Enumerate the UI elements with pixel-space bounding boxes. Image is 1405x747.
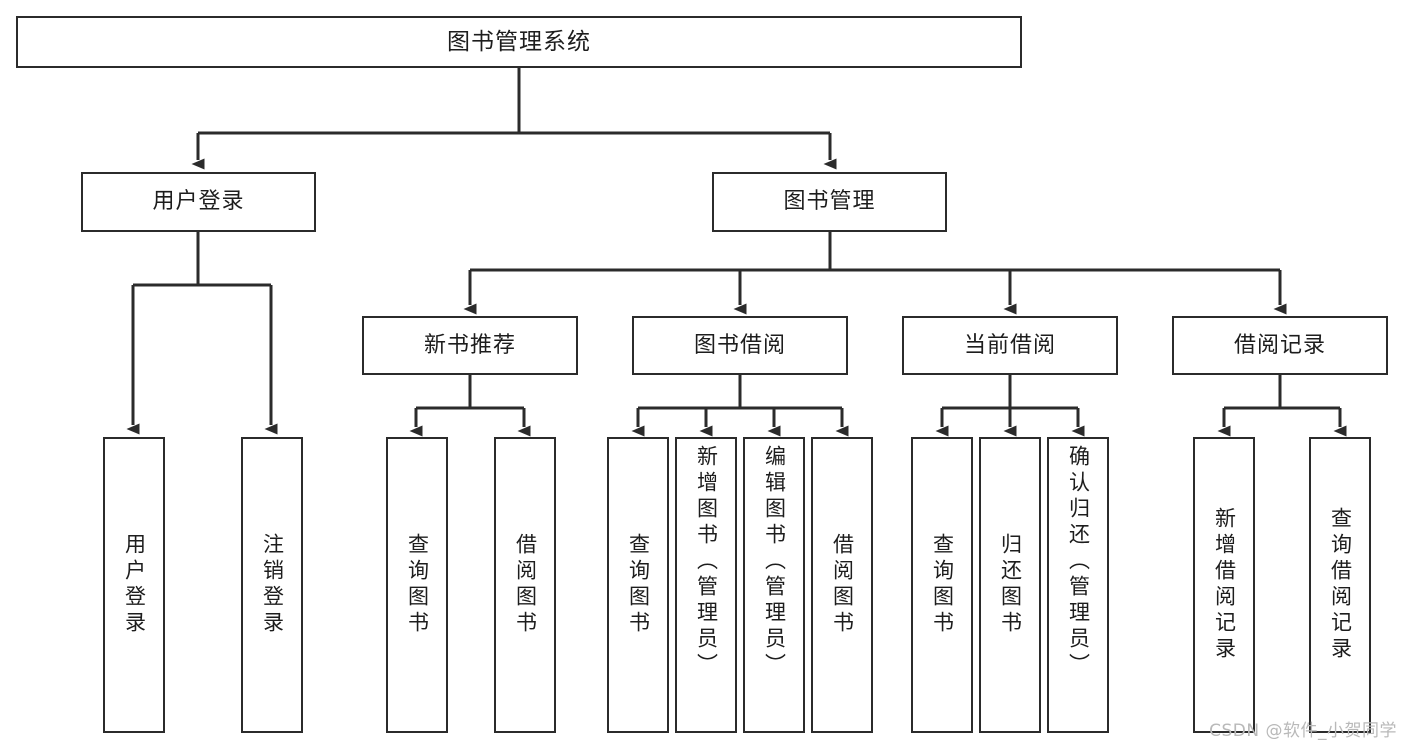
node-label: 借阅图书: [830, 533, 855, 637]
node-current-borrow[interactable]: 当前借阅: [902, 316, 1118, 375]
node-label: 编辑图书（管理员）: [762, 445, 787, 679]
node-book-management[interactable]: 图书管理: [712, 172, 947, 232]
node-label: 查询图书: [930, 533, 955, 637]
node-user-login[interactable]: 用户登录: [81, 172, 316, 232]
leaf-confirm-return-admin[interactable]: 确认归还（管理员）: [1047, 437, 1109, 733]
node-label: 用户登录: [122, 533, 147, 637]
node-label: 图书借阅: [693, 332, 786, 358]
leaf-borrow-book[interactable]: 借阅图书: [811, 437, 873, 733]
node-label: 新书推荐: [423, 332, 516, 358]
node-label: 新增借阅记录: [1212, 507, 1237, 663]
node-new-book-recommend[interactable]: 新书推荐: [362, 316, 578, 375]
leaf-query-borrow-record[interactable]: 查询借阅记录: [1309, 437, 1371, 733]
node-label: 归还图书: [998, 533, 1023, 637]
node-root-library-system[interactable]: 图书管理系统: [16, 16, 1022, 68]
node-label: 查询图书: [405, 533, 430, 637]
leaf-query-book-current[interactable]: 查询图书: [911, 437, 973, 733]
node-label: 注销登录: [260, 533, 285, 637]
leaf-add-borrow-record[interactable]: 新增借阅记录: [1193, 437, 1255, 733]
node-label: 图书管理: [783, 189, 876, 215]
leaf-user-login[interactable]: 用户登录: [103, 437, 165, 733]
node-label: 当前借阅: [963, 332, 1056, 358]
node-label: 图书管理系统: [447, 28, 591, 55]
node-label: 借阅图书: [513, 533, 538, 637]
node-label: 借阅记录: [1233, 332, 1326, 358]
node-borrow-records[interactable]: 借阅记录: [1172, 316, 1388, 375]
leaf-borrow-book-new[interactable]: 借阅图书: [494, 437, 556, 733]
node-label: 查询借阅记录: [1328, 507, 1353, 663]
leaf-query-book-borrow[interactable]: 查询图书: [607, 437, 669, 733]
watermark-text: CSDN @软件_小贺同学: [1209, 721, 1397, 741]
leaf-return-book[interactable]: 归还图书: [979, 437, 1041, 733]
node-label: 查询图书: [626, 533, 651, 637]
leaf-edit-book-admin[interactable]: 编辑图书（管理员）: [743, 437, 805, 733]
node-label: 新增图书（管理员）: [694, 445, 719, 679]
leaf-add-book-admin[interactable]: 新增图书（管理员）: [675, 437, 737, 733]
node-book-borrow[interactable]: 图书借阅: [632, 316, 848, 375]
node-label: 用户登录: [152, 189, 245, 215]
node-label: 确认归还（管理员）: [1066, 445, 1091, 679]
leaf-query-book-new[interactable]: 查询图书: [386, 437, 448, 733]
leaf-user-logout[interactable]: 注销登录: [241, 437, 303, 733]
